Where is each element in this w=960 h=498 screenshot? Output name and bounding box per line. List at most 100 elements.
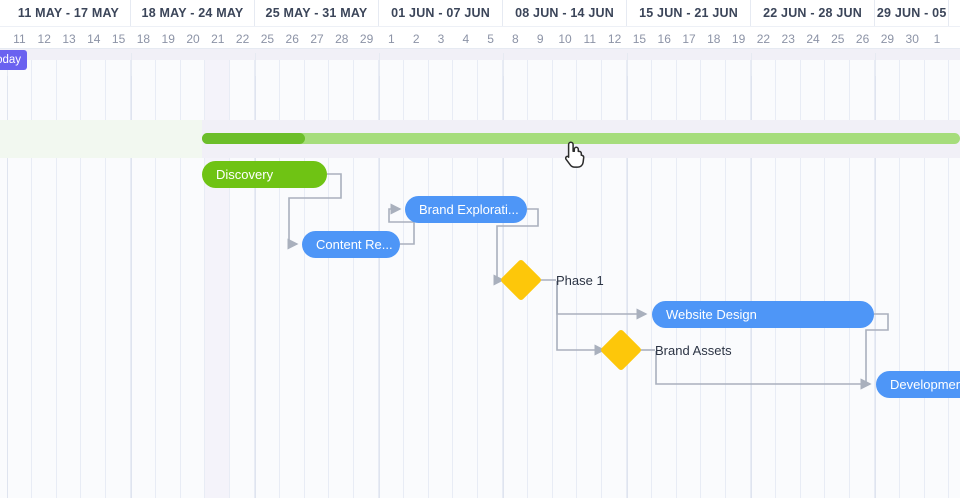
day-header-cell: 11 — [13, 31, 26, 46]
grid-day-column — [528, 0, 553, 498]
grid-day-column — [181, 0, 206, 498]
week-separator-header — [751, 53, 752, 76]
day-header-cell: 8 — [512, 31, 519, 46]
grid-day-column — [131, 0, 156, 498]
grid-day-column — [850, 0, 875, 498]
grid-day-column — [81, 0, 107, 498]
grid-day-column — [478, 0, 503, 498]
milestone-label: Phase 1 — [556, 273, 604, 288]
day-header-cell: 5 — [487, 31, 494, 46]
grid-day-column — [726, 0, 751, 498]
week-separator — [751, 0, 752, 498]
day-header-cell: 30 — [905, 31, 919, 46]
grid-day-column — [230, 0, 255, 498]
grid-day-column — [379, 0, 404, 498]
day-header-cell: 23 — [781, 31, 795, 46]
grid-day-column — [751, 0, 776, 498]
week-header-cell: 25 MAY - 31 MAY — [255, 0, 379, 26]
day-header-cell: 4 — [462, 31, 470, 46]
day-header-cell: 2 — [412, 31, 420, 46]
grid-day-column — [677, 0, 702, 498]
week-separator-header — [131, 53, 132, 76]
day-header-cell: 25 — [260, 31, 275, 46]
grid-day-column — [701, 0, 727, 498]
task-bar[interactable]: Discovery — [202, 161, 327, 188]
grid-day-column — [453, 0, 479, 498]
grid-day-column — [404, 0, 429, 498]
day-header-cell: 14 — [87, 31, 101, 46]
day-header-cell: 16 — [657, 31, 671, 46]
day-header-cell: 19 — [731, 31, 746, 46]
task-bar[interactable]: Development — [876, 371, 960, 398]
grid-day-column — [255, 0, 280, 498]
week-header-cell: 29 JUN - 05 — [875, 0, 950, 26]
day-header-cell: 1 — [933, 31, 941, 46]
grid-day-column — [875, 0, 900, 498]
grid-day-column — [503, 0, 528, 498]
week-header-cell: 01 JUN - 07 JUN — [379, 0, 503, 26]
week-header-cell: 22 JUN - 28 JUN — [751, 0, 875, 26]
day-header-cell: 18 — [136, 31, 151, 46]
day-header-cell: 1 — [388, 31, 395, 46]
grid-day-column — [801, 0, 826, 498]
task-bar-label: Discovery — [216, 167, 274, 182]
today-badge[interactable]: Today — [0, 50, 27, 70]
day-header-cell: 21 — [211, 31, 225, 46]
task-bar-label: Brand Explorati... — [419, 202, 519, 217]
project-summary-progress — [202, 133, 305, 144]
grid-day-column — [925, 0, 950, 498]
grid-day-column — [7, 0, 32, 498]
task-bar-label: Development — [890, 377, 960, 392]
day-header-cell: 10 — [558, 31, 572, 46]
day-header-cell: 13 — [62, 31, 76, 46]
day-header-cell: 3 — [437, 31, 445, 46]
day-header-cell: 9 — [536, 31, 544, 46]
grid-day-column — [825, 0, 851, 498]
day-header-cell: 28 — [335, 31, 349, 46]
day-header-cell: 17 — [682, 31, 696, 46]
day-header-cell: 26 — [855, 31, 870, 46]
grid-day-column — [106, 0, 131, 498]
task-bar-label: Content Re... — [316, 237, 393, 252]
week-header-cell: 18 MAY - 24 MAY — [131, 0, 255, 26]
task-bar[interactable]: Website Design — [652, 301, 874, 328]
week-separator — [875, 0, 876, 498]
row-band-summary-left — [0, 120, 202, 158]
task-bar[interactable]: Brand Explorati... — [405, 196, 527, 223]
week-header-cell: 11 MAY - 17 MAY — [7, 0, 131, 26]
week-separator-header — [379, 53, 380, 76]
grid-day-column — [627, 0, 652, 498]
week-separator — [7, 0, 8, 498]
day-header-cell: 24 — [806, 31, 820, 46]
week-separator-header — [627, 53, 628, 76]
day-header-cell: 29 — [880, 31, 895, 46]
day-header-cell: 25 — [831, 31, 845, 46]
week-header-cell: 08 JUN - 14 JUN — [503, 0, 627, 26]
day-header-cell: 18 — [707, 31, 721, 46]
project-summary-track[interactable] — [202, 133, 960, 144]
task-bar-label: Website Design — [666, 307, 757, 322]
day-header-cell: 26 — [285, 31, 299, 46]
grid-day-column — [553, 0, 578, 498]
day-header-cell: 12 — [607, 31, 622, 46]
day-header-cell: 29 — [359, 31, 374, 46]
day-header-cell: 12 — [37, 31, 51, 46]
grid-day-column — [57, 0, 82, 498]
grid-day-column — [280, 0, 305, 498]
week-separator-header — [503, 53, 504, 76]
day-header-cell: 27 — [310, 31, 324, 46]
day-header-cell: 15 — [111, 31, 126, 46]
day-header-cell: 22 — [235, 31, 250, 46]
week-separator — [627, 0, 628, 498]
row-band-header-spacer — [0, 49, 960, 60]
day-header-cell: 22 — [756, 31, 771, 46]
task-bar[interactable]: Content Re... — [302, 231, 400, 258]
week-separator-header — [875, 53, 876, 76]
grid-day-column — [429, 0, 454, 498]
week-separator — [131, 0, 132, 498]
milestone-label: Brand Assets — [655, 343, 732, 358]
pointing-hand-cursor — [564, 141, 585, 168]
